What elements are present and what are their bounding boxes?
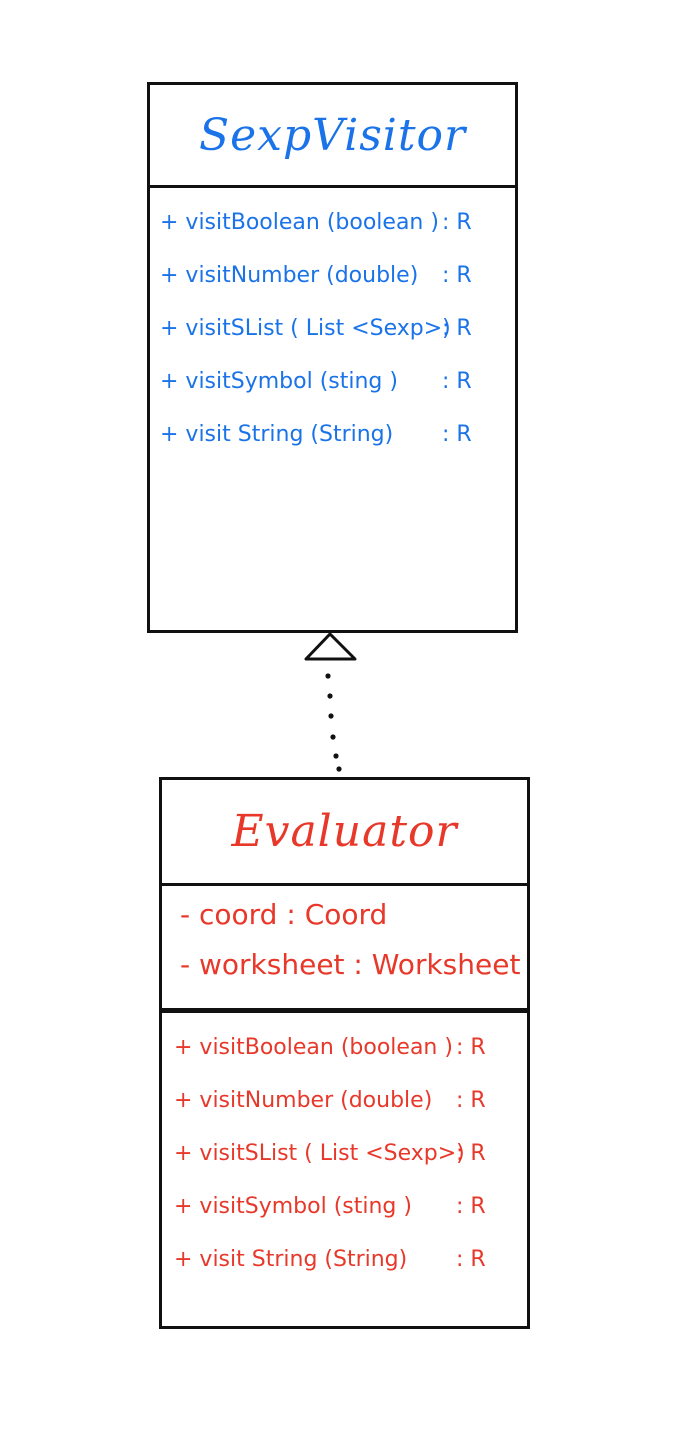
method-signature: + visitNumber (double)	[160, 263, 419, 288]
class-title-section: Evaluator	[162, 780, 527, 886]
method-return: : R	[442, 422, 472, 447]
class-field-row: - coord : Coord	[180, 898, 388, 931]
method-return: : R	[456, 1088, 486, 1113]
method-return: : R	[442, 210, 472, 235]
method-return: : R	[442, 369, 472, 394]
class-box-evaluator: Evaluator - coord : Coord - worksheet : …	[159, 777, 530, 1329]
interface-method-row: + visitNumber (double) : R	[160, 263, 515, 316]
class-method-row: + visitSList ( List <Sexp>) : R	[174, 1141, 527, 1194]
method-signature: + visit String (String)	[160, 422, 394, 447]
interface-method-row: + visitSymbol (sting ) : R	[160, 369, 515, 422]
interface-method-row: + visitSList ( List <Sexp>) : R	[160, 316, 515, 369]
class-title: Evaluator	[231, 806, 458, 857]
method-signature: + visit String (String)	[174, 1247, 408, 1272]
method-return: : R	[456, 1247, 486, 1272]
method-signature: + visitSList ( List <Sexp>)	[174, 1141, 465, 1166]
method-return: : R	[442, 316, 472, 341]
interface-title: SexpVisitor	[198, 109, 467, 161]
class-method-row: + visitBoolean (boolean ) : R	[174, 1035, 527, 1088]
method-signature: + visitBoolean (boolean )	[174, 1035, 453, 1060]
class-fields-section: - coord : Coord - worksheet : Worksheet	[162, 886, 527, 1013]
method-return: : R	[456, 1194, 486, 1219]
interface-methods-section: + visitBoolean (boolean ) : R + visitNum…	[150, 188, 515, 475]
method-return: : R	[456, 1141, 486, 1166]
interface-title-section: SexpVisitor	[150, 85, 515, 188]
interface-method-row: + visitBoolean (boolean ) : R	[160, 210, 515, 263]
interface-box-sexpvisitor: SexpVisitor + visitBoolean (boolean ) : …	[147, 82, 518, 633]
class-field-row: - worksheet : Worksheet	[180, 948, 521, 981]
method-signature: + visitNumber (double)	[174, 1088, 433, 1113]
method-signature: + visitSList ( List <Sexp>)	[160, 316, 451, 341]
realization-dotted-line	[325, 673, 342, 772]
class-method-row: + visit String (String) : R	[174, 1247, 527, 1300]
method-return: : R	[442, 263, 472, 288]
class-method-row: + visitNumber (double) : R	[174, 1088, 527, 1141]
method-signature: + visitSymbol (sting )	[160, 369, 398, 394]
method-signature: + visitBoolean (boolean )	[160, 210, 439, 235]
realization-arrowhead	[304, 632, 357, 661]
method-signature: + visitSymbol (sting )	[174, 1194, 412, 1219]
class-method-row: + visitSymbol (sting ) : R	[174, 1194, 527, 1247]
interface-method-row: + visit String (String) : R	[160, 422, 515, 475]
method-return: : R	[456, 1035, 486, 1060]
class-methods-section: + visitBoolean (boolean ) : R + visitNum…	[162, 1013, 527, 1300]
